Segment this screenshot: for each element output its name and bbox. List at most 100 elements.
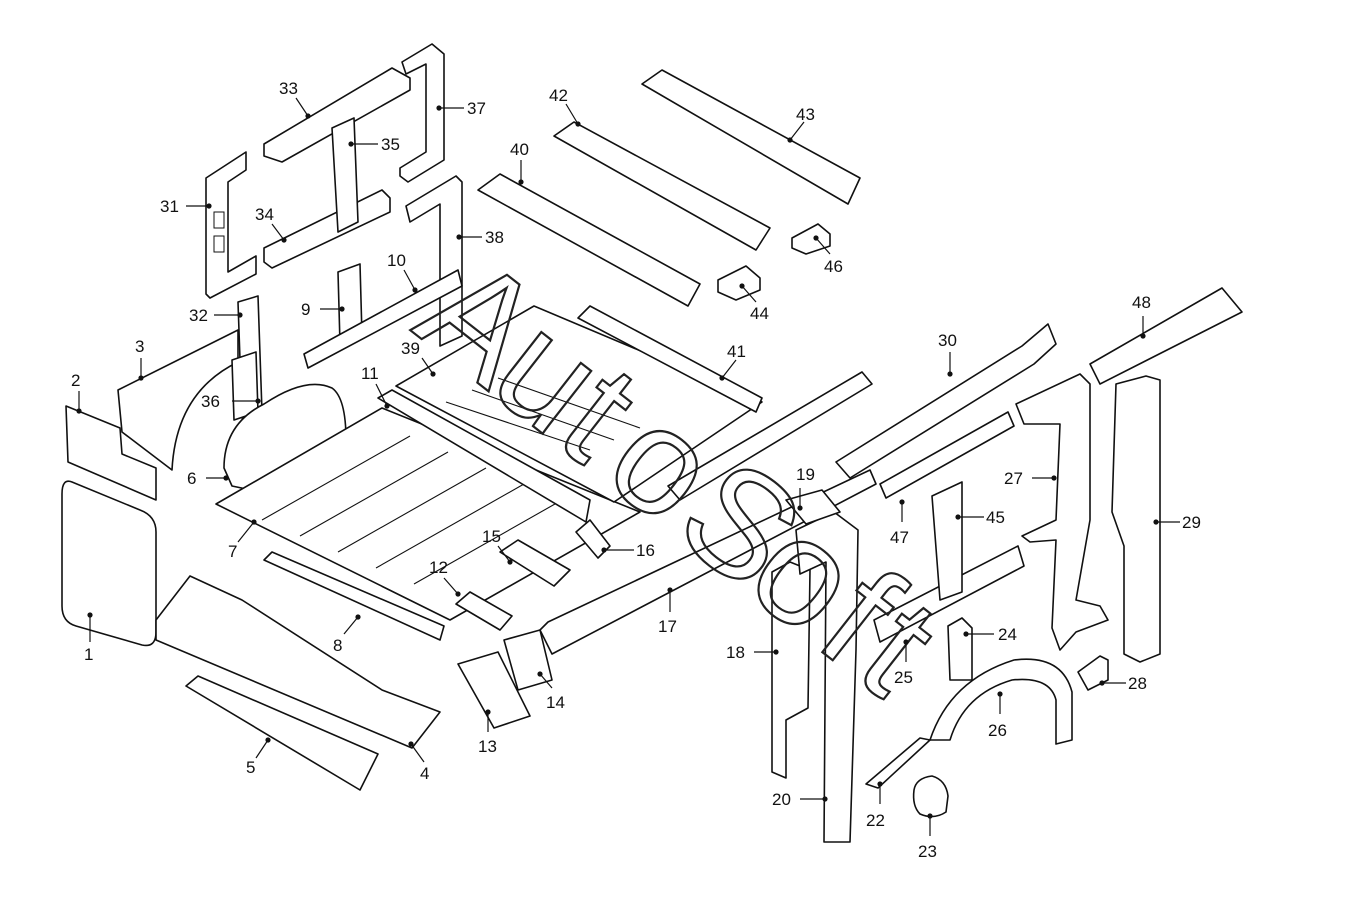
svg-text:40: 40 (510, 140, 529, 159)
svg-text:38: 38 (485, 228, 504, 247)
part-31-slot (213, 235, 225, 253)
callout-34: 34 (255, 205, 287, 243)
callout-30: 30 (938, 331, 957, 377)
svg-text:46: 46 (824, 257, 843, 276)
callout-31: 31 (160, 197, 212, 216)
part-17-upper (667, 371, 873, 501)
callout-8: 8 (333, 614, 361, 655)
callouts-group: 1 2 3 4 5 6 7 8 9 10 11 12 13 14 15 16 1… (71, 79, 1201, 861)
part-18-pillar (771, 561, 811, 779)
svg-text:18: 18 (726, 643, 745, 662)
callout-11: 11 (361, 364, 390, 409)
svg-text:7: 7 (228, 542, 237, 561)
svg-text:15: 15 (482, 527, 501, 546)
callout-39: 39 (401, 339, 436, 377)
svg-text:36: 36 (201, 392, 220, 411)
svg-text:26: 26 (988, 721, 1007, 740)
svg-text:33: 33 (279, 79, 298, 98)
svg-text:42: 42 (549, 86, 568, 105)
part-31-slot (213, 211, 225, 229)
svg-text:13: 13 (478, 737, 497, 756)
callout-40: 40 (510, 140, 529, 185)
part-23-cover (912, 775, 949, 818)
part-26-wheel-arch (929, 658, 1073, 745)
part-37-frame (399, 43, 445, 183)
svg-text:19: 19 (796, 465, 815, 484)
svg-text:23: 23 (918, 842, 937, 861)
callout-3: 3 (135, 337, 144, 381)
part-1-side-panel (61, 480, 157, 647)
callout-15: 15 (482, 527, 513, 565)
callout-28: 28 (1099, 674, 1147, 693)
callout-7: 7 (228, 519, 257, 561)
part-22-strip (865, 737, 931, 789)
svg-text:41: 41 (727, 342, 746, 361)
svg-text:39: 39 (401, 339, 420, 358)
part-43-cross-member (641, 69, 861, 205)
svg-text:12: 12 (429, 558, 448, 577)
svg-text:44: 44 (750, 304, 769, 323)
part-48-header (1089, 287, 1243, 385)
callout-33: 33 (279, 79, 311, 119)
part-24-bracket (947, 617, 973, 681)
part-10-bar (303, 269, 463, 369)
part-2-panel (65, 405, 157, 501)
part-5-sill-lower (185, 675, 379, 791)
callout-38: 38 (456, 228, 504, 247)
callout-41: 41 (719, 342, 746, 381)
part-20-pillar (795, 511, 859, 843)
svg-text:27: 27 (1004, 469, 1023, 488)
part-47-rail (879, 411, 1015, 499)
callout-4: 4 (408, 741, 429, 783)
callout-6: 6 (187, 469, 229, 488)
callout-24: 24 (963, 625, 1017, 644)
part-11-rail (377, 389, 591, 523)
part-6-wheel-arch (223, 383, 347, 495)
svg-text:28: 28 (1128, 674, 1147, 693)
callout-26: 26 (988, 691, 1007, 740)
svg-text:17: 17 (658, 617, 677, 636)
svg-text:34: 34 (255, 205, 274, 224)
svg-text:16: 16 (636, 541, 655, 560)
svg-text:43: 43 (796, 105, 815, 124)
parts-group (61, 43, 1243, 843)
callout-45: 45 (955, 508, 1005, 527)
svg-text:30: 30 (938, 331, 957, 350)
svg-text:25: 25 (894, 668, 913, 687)
part-7-floor-ribs (261, 435, 563, 585)
callout-42: 42 (549, 86, 581, 127)
part-41-rail (577, 305, 763, 413)
callout-16: 16 (601, 541, 655, 560)
svg-text:11: 11 (361, 364, 379, 383)
part-27-frame (1015, 373, 1109, 651)
part-46-bracket (791, 223, 831, 255)
svg-text:37: 37 (467, 99, 486, 118)
svg-text:35: 35 (381, 135, 400, 154)
svg-text:24: 24 (998, 625, 1017, 644)
svg-text:31: 31 (160, 197, 179, 216)
svg-text:8: 8 (333, 636, 342, 655)
callout-14: 14 (537, 671, 565, 712)
svg-text:5: 5 (246, 758, 255, 777)
part-13-mount (457, 651, 531, 729)
callout-18: 18 (726, 643, 779, 662)
callout-46: 46 (813, 235, 843, 276)
callout-22: 22 (866, 781, 885, 830)
part-40-cross-member (477, 173, 701, 307)
callout-43: 43 (787, 105, 815, 143)
callout-47: 47 (890, 499, 909, 547)
part-45-post (931, 481, 963, 601)
callout-32: 32 (189, 306, 243, 325)
callout-1: 1 (84, 612, 93, 664)
callout-2: 2 (71, 371, 82, 414)
svg-text:4: 4 (420, 764, 429, 783)
callout-25: 25 (894, 639, 913, 687)
callout-23: 23 (918, 813, 937, 861)
callout-13: 13 (478, 709, 497, 756)
svg-text:45: 45 (986, 508, 1005, 527)
svg-text:9: 9 (301, 300, 310, 319)
svg-text:2: 2 (71, 371, 80, 390)
part-16-bracket (575, 519, 611, 559)
callout-17: 17 (658, 587, 677, 636)
